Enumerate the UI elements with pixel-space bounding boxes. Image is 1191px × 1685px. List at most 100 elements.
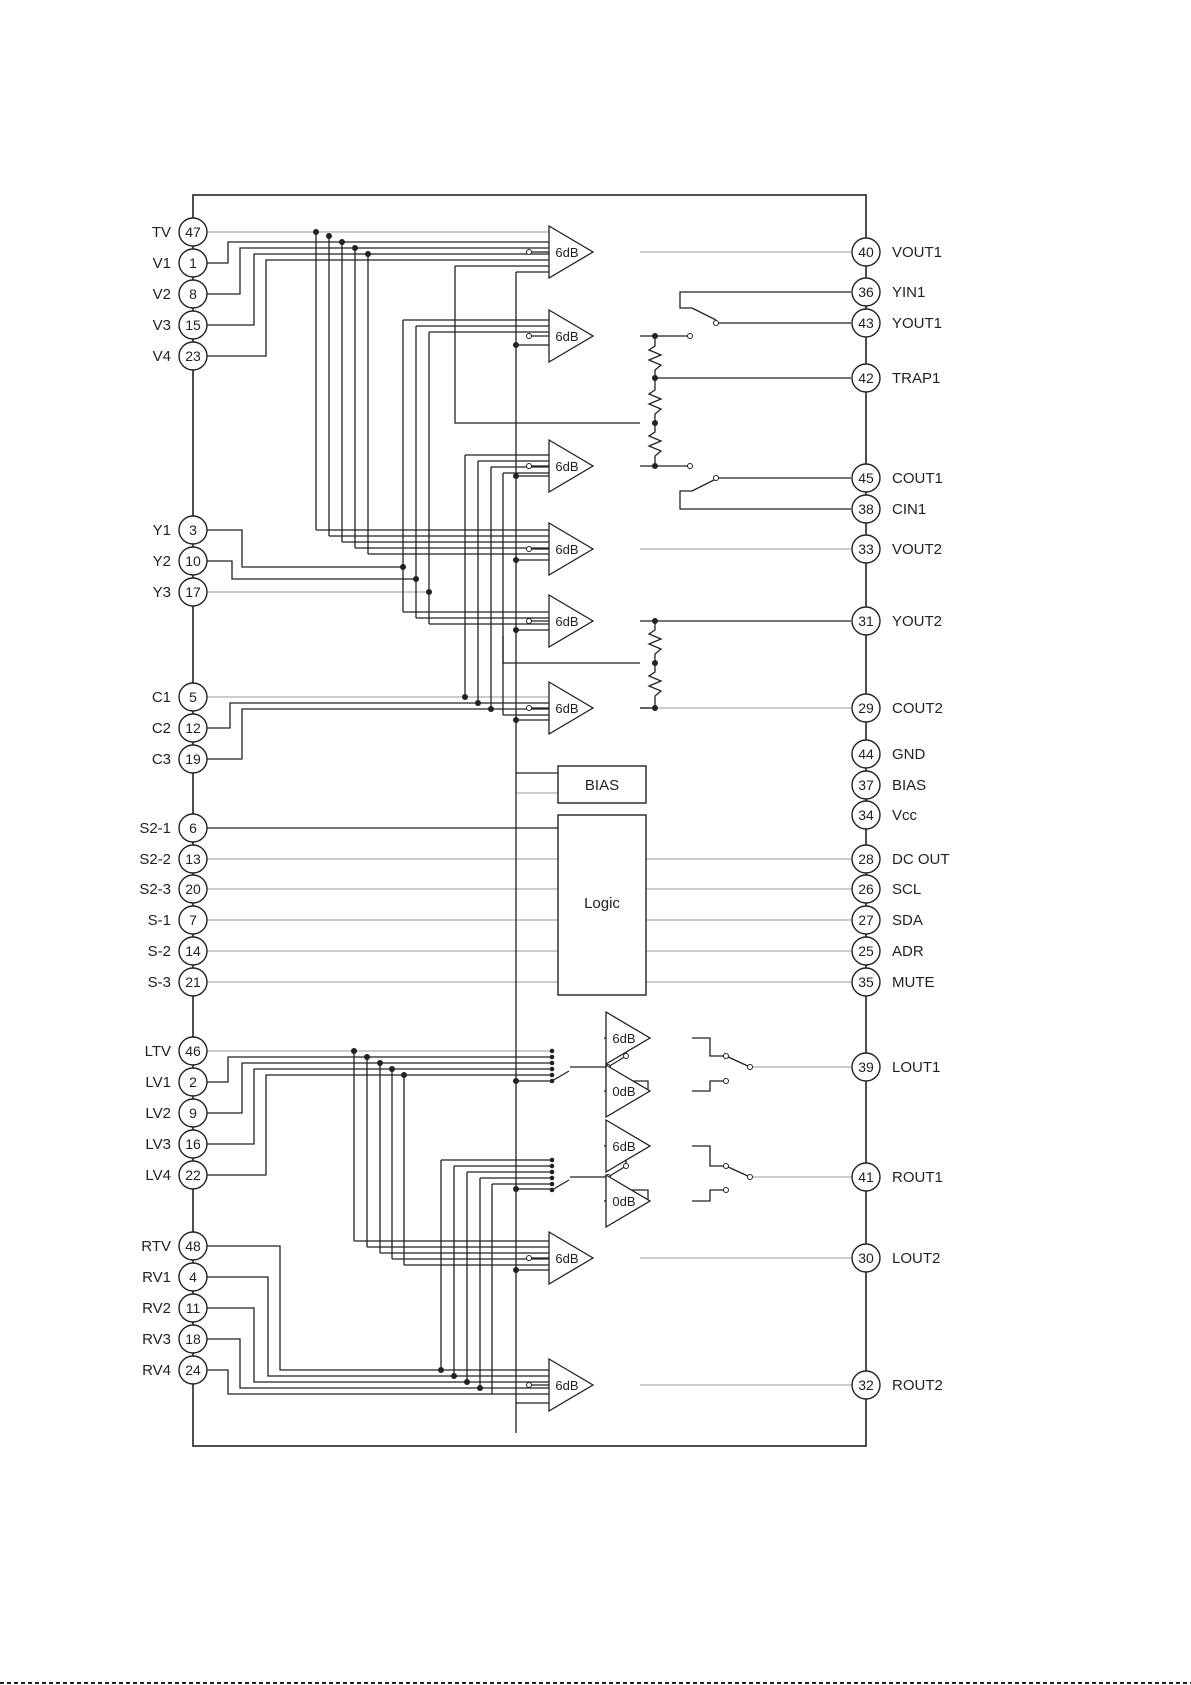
amplifier-gain: 6dB — [612, 1139, 635, 1154]
pin-label: C1 — [152, 689, 171, 706]
pin-label: S2-3 — [139, 881, 171, 898]
amplifier-gain: 6dB — [555, 459, 578, 474]
pin-label: YIN1 — [892, 284, 925, 301]
pin-label: TV — [152, 224, 171, 241]
pin-number: 42 — [858, 370, 874, 386]
left-pin: 16 LV3 — [145, 1129, 208, 1159]
pin-label: CIN1 — [892, 501, 926, 518]
switch-contact — [526, 333, 532, 339]
right-pin: 27 SDA — [851, 905, 923, 935]
pin-label: LV1 — [145, 1074, 171, 1091]
switch-contact — [526, 1382, 532, 1388]
pin-circle — [178, 1262, 208, 1292]
amplifier: 6dB — [604, 1118, 652, 1174]
pin-label: LOUT2 — [892, 1250, 940, 1267]
selector-arm — [551, 1179, 570, 1191]
pin-label: S-1 — [148, 912, 171, 929]
pin-circle — [178, 874, 208, 904]
pin-circle — [851, 739, 881, 769]
pin-circle — [178, 217, 208, 247]
amplifier-gain: 6dB — [555, 542, 578, 557]
pin-number: 23 — [185, 348, 201, 364]
selector-contact — [549, 1060, 555, 1066]
pin-label: RV4 — [142, 1362, 171, 1379]
pin-circle — [178, 341, 208, 371]
pin-circle — [178, 813, 208, 843]
pin-number: 38 — [858, 501, 874, 517]
pin-number: 44 — [858, 746, 874, 762]
pin-label: S2-2 — [139, 851, 171, 868]
pin-label: LV3 — [145, 1136, 171, 1153]
pin-label: DC OUT — [892, 851, 950, 868]
pin-label: RTV — [141, 1238, 171, 1255]
pin-number: 32 — [858, 1377, 874, 1393]
selector-contact — [549, 1157, 555, 1163]
left-pin: 2 LV1 — [145, 1067, 208, 1097]
pin-circle — [178, 515, 208, 545]
junction-dots — [313, 229, 519, 1391]
pin-circle — [178, 744, 208, 774]
pin-number: 7 — [189, 912, 197, 928]
amplifier: 6dB — [604, 1010, 652, 1066]
amplifier-gain: 6dB — [555, 1378, 578, 1393]
pin-label: RV2 — [142, 1300, 171, 1317]
pin-number: 15 — [185, 317, 201, 333]
pin-number: 39 — [858, 1059, 874, 1075]
pin-number: 45 — [858, 470, 874, 486]
pin-label: VOUT1 — [892, 244, 942, 261]
pin-circle — [851, 770, 881, 800]
pin-label: TRAP1 — [892, 370, 940, 387]
pin-number: 16 — [185, 1136, 201, 1152]
switch-contact — [526, 546, 532, 552]
amplifier-gain: 6dB — [555, 614, 578, 629]
pin-circle — [178, 310, 208, 340]
pin-circle — [178, 1160, 208, 1190]
selector — [549, 1157, 570, 1193]
pin-number: 27 — [858, 912, 874, 928]
pin-number: 31 — [858, 613, 874, 629]
pin-circle — [851, 800, 881, 830]
pin-number: 40 — [858, 244, 874, 260]
amplifier: 6dB — [526, 1357, 595, 1413]
left-pins: 47TV1V18V215V323V43Y110Y217Y35C112C219C3… — [139, 217, 208, 1385]
pin-number: 24 — [185, 1362, 201, 1378]
pin-circle — [178, 1231, 208, 1261]
pin-label: LOUT1 — [892, 1059, 940, 1076]
pin-circle — [851, 844, 881, 874]
right-pin: 32 ROUT2 — [851, 1370, 943, 1400]
pin-circle — [178, 546, 208, 576]
pin-label: ADR — [892, 943, 924, 960]
pin-circle — [178, 1036, 208, 1066]
amplifier: 6dB — [526, 680, 595, 736]
pin-circle — [178, 682, 208, 712]
selector-arm — [551, 1070, 570, 1082]
pin-number: 21 — [185, 974, 201, 990]
pin-number: 12 — [185, 720, 201, 736]
left-pin: 1V1 — [153, 248, 208, 278]
amplifier-gain: 6dB — [612, 1031, 635, 1046]
pin-number: 2 — [189, 1074, 197, 1090]
pin-circle — [178, 967, 208, 997]
pin-circle — [851, 967, 881, 997]
pin-number: 1 — [189, 255, 197, 271]
pin-label: SDA — [892, 912, 923, 929]
selector-contact — [549, 1048, 555, 1054]
switch-contact — [526, 249, 532, 255]
pin-circle — [851, 905, 881, 935]
audio-gain-section — [570, 1037, 753, 1202]
pin-label: ROUT2 — [892, 1377, 943, 1394]
pin-label: SCL — [892, 881, 921, 898]
pin-circle — [178, 1324, 208, 1354]
left-pin: 24 RV4 — [142, 1355, 208, 1385]
pin-number: 30 — [858, 1250, 874, 1266]
